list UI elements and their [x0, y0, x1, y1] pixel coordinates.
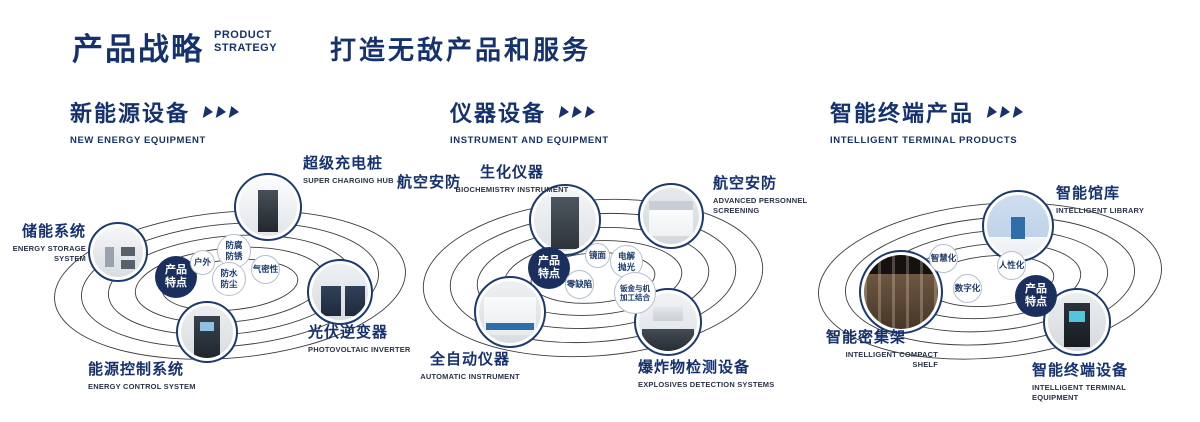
label-energy-storage: 储能系统 ENERGY STORAGE SYSTEM	[12, 220, 86, 264]
page-subtitle: PRODUCT STRATEGY	[214, 29, 277, 55]
badge-product-features: 产品特点	[528, 247, 570, 289]
tagline: 打造无敌产品和服务	[330, 35, 592, 65]
section-header-intelligent-terminal: 智能终端产品 INTELLIGENT TERMINAL PRODUCTS	[830, 96, 1025, 146]
product-photo-energy-storage	[88, 222, 148, 282]
label-en: INTELLIGENT COMPACT SHELF	[845, 350, 938, 370]
label-en: INTELLIGENT LIBRARY	[1056, 206, 1145, 215]
label-cn: 生化仪器	[479, 164, 544, 181]
label-aviation-security-extra: 航空安防	[397, 171, 461, 192]
feature-tag: 零缺陷	[565, 270, 594, 299]
label-biochemistry-instrument: 生化仪器 BIOCHEMISTRY INSTRUMENT	[450, 161, 574, 195]
intelligent-library-image	[987, 195, 1049, 257]
energy-storage-image	[93, 227, 143, 277]
label-cn: 全自动仪器	[429, 351, 510, 368]
label-en: BIOCHEMISTRY INSTRUMENT	[455, 185, 569, 194]
triple-arrow-icon	[556, 106, 597, 118]
section-title: 仪器设备	[450, 101, 547, 126]
label-en: ENERGY CONTROL SYSTEM	[88, 382, 196, 391]
feature-tag: 人性化	[997, 251, 1026, 280]
triple-arrow-icon	[200, 106, 241, 118]
label-en: SUPER CHARGING HUB	[303, 176, 394, 185]
product-photo-automatic-instrument	[474, 276, 546, 348]
label-cn: 智能终端设备	[1032, 362, 1129, 379]
label-automatic-instrument: 全自动仪器 AUTOMATIC INSTRUMENT	[410, 348, 530, 382]
product-photo-energy-control	[176, 301, 238, 363]
feature-tag: 户外	[190, 250, 215, 275]
compact-shelf-image	[864, 255, 938, 329]
page-subtitle-line2: STRATEGY	[214, 42, 278, 55]
photovoltaic-inverter-image	[312, 264, 368, 320]
product-photo-personnel-screening	[638, 183, 704, 249]
section-title-row: 智能终端产品	[830, 96, 1025, 128]
section-title: 智能终端产品	[830, 101, 975, 126]
product-photo-intelligent-library	[982, 190, 1054, 262]
automatic-instrument-image	[479, 281, 541, 343]
feature-tag: 气密性	[251, 255, 280, 284]
product-photo-photovoltaic-inverter	[307, 259, 373, 325]
label-cn: 航空安防	[397, 174, 462, 191]
section-header-instruments: 仪器设备 INSTRUMENT AND EQUIPMENT	[450, 96, 609, 146]
label-intelligent-library: 智能馆库 INTELLIGENT LIBRARY	[1056, 182, 1144, 216]
energy-control-image	[181, 306, 233, 358]
product-photo-super-charging-hub	[234, 173, 302, 241]
terminal-equipment-image	[1048, 293, 1106, 351]
label-en: ADVANCED PERSONNEL SCREENING	[713, 196, 808, 216]
feature-tag: 镜面	[585, 243, 610, 268]
label-cn: 爆炸物检测设备	[638, 359, 751, 376]
label-energy-control: 能源控制系统 ENERGY CONTROL SYSTEM	[88, 358, 196, 392]
badge-product-features: 产品特点	[155, 256, 197, 298]
badge-product-features: 产品特点	[1015, 275, 1057, 317]
biochemistry-instrument-image	[534, 189, 596, 251]
section-title-row: 仪器设备	[450, 96, 609, 128]
feature-tag: 钣金与机加工结合	[614, 272, 656, 314]
section-subtitle: INSTRUMENT AND EQUIPMENT	[450, 135, 609, 146]
label-en: AUTOMATIC INSTRUMENT	[420, 372, 520, 381]
label-cn: 智能密集架	[826, 329, 907, 346]
section-subtitle: NEW ENERGY EQUIPMENT	[70, 135, 206, 146]
label-cn: 能源控制系统	[88, 361, 185, 378]
label-personnel-screening: 航空安防 ADVANCED PERSONNEL SCREENING	[713, 172, 813, 216]
triple-arrow-icon	[984, 106, 1025, 118]
label-cn: 智能馆库	[1056, 185, 1121, 202]
feature-tag: 数字化	[953, 274, 982, 303]
label-compact-shelf: 智能密集架 INTELLIGENT COMPACT SHELF	[826, 326, 938, 370]
label-en: ENERGY STORAGE SYSTEM	[12, 244, 86, 264]
label-terminal-equipment: 智能终端设备 INTELLIGENT TERMINAL EQUIPMENT	[1032, 359, 1172, 403]
label-photovoltaic-inverter: 光伏逆变器 PHOTOVOLTAIC INVERTER	[308, 321, 411, 355]
label-en: INTELLIGENT TERMINAL EQUIPMENT	[1032, 383, 1126, 403]
product-photo-biochemistry-instrument	[529, 184, 601, 256]
label-en: EXPLOSIVES DETECTION SYSTEMS	[638, 380, 775, 389]
section-title-row: 新能源设备	[70, 96, 241, 128]
page-subtitle-line1: PRODUCT	[214, 29, 272, 41]
label-cn: 光伏逆变器	[308, 324, 389, 341]
label-en: PHOTOVOLTAIC INVERTER	[308, 345, 411, 354]
page-title: 产品战略	[72, 32, 204, 67]
product-photo-compact-shelf	[859, 250, 943, 334]
personnel-screening-image	[643, 188, 699, 244]
label-cn: 超级充电桩	[303, 155, 384, 172]
super-charging-hub-image	[239, 178, 297, 236]
feature-tag: 防水防尘	[212, 262, 246, 296]
label-cn: 储能系统	[21, 223, 86, 240]
label-explosives-detection: 爆炸物检测设备 EXPLOSIVES DETECTION SYSTEMS	[638, 356, 778, 390]
section-header-new-energy: 新能源设备 NEW ENERGY EQUIPMENT	[70, 96, 241, 146]
section-title: 新能源设备	[70, 101, 191, 126]
brand-header: 产品战略 PRODUCT STRATEGY	[72, 24, 277, 69]
label-super-charging-hub: 超级充电桩 SUPER CHARGING HUB	[303, 152, 394, 186]
feature-tag: 智慧化	[929, 244, 958, 273]
section-subtitle: INTELLIGENT TERMINAL PRODUCTS	[830, 135, 1018, 146]
label-cn: 航空安防	[713, 175, 778, 192]
